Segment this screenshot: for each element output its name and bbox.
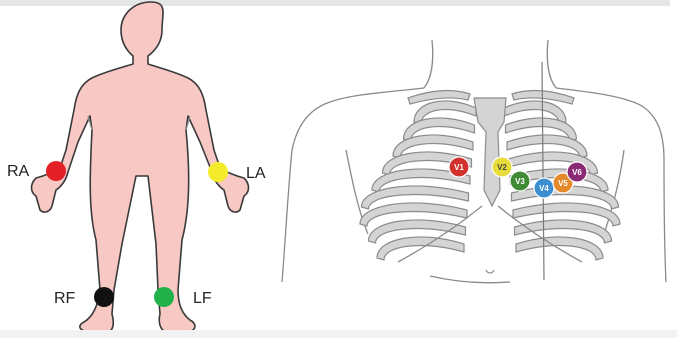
lf-electrode xyxy=(154,287,174,307)
ra-electrode xyxy=(46,161,66,181)
chest-figure xyxy=(282,40,666,283)
lf-label: LF xyxy=(193,290,212,307)
bottom-border xyxy=(0,330,677,338)
neck-right xyxy=(547,40,556,88)
rf-electrode xyxy=(94,287,114,307)
rf-label: RF xyxy=(54,290,76,307)
v6-label: V6 xyxy=(572,168,582,177)
chest-lead-v1: V1 xyxy=(449,157,469,177)
sternum xyxy=(474,98,506,206)
v3-label: V3 xyxy=(515,177,525,186)
left-costal-margin xyxy=(398,206,482,262)
abdomen-line xyxy=(430,276,510,283)
ra-label: RA xyxy=(7,163,30,180)
right-margin xyxy=(670,0,677,338)
v1-label: V1 xyxy=(454,163,464,172)
navel xyxy=(486,270,494,273)
chest-lead-v3: V3 xyxy=(510,171,530,191)
limb-lead-lf: LF xyxy=(154,287,212,307)
limb-lead-rf: RF xyxy=(54,287,114,307)
chest-lead-v4: V4 xyxy=(534,178,554,198)
v4-label: V4 xyxy=(539,184,549,193)
la-electrode xyxy=(208,162,228,182)
right-costal-margin xyxy=(498,206,582,262)
left-rib-cage xyxy=(360,101,482,262)
v2-label: V2 xyxy=(497,163,507,172)
v5-label: V5 xyxy=(558,179,568,188)
la-label: LA xyxy=(246,165,266,182)
top-border xyxy=(0,0,677,6)
neck-left xyxy=(424,40,433,88)
chest-lead-v6: V6 xyxy=(567,162,587,182)
chest-lead-v2: V2 xyxy=(492,157,512,177)
